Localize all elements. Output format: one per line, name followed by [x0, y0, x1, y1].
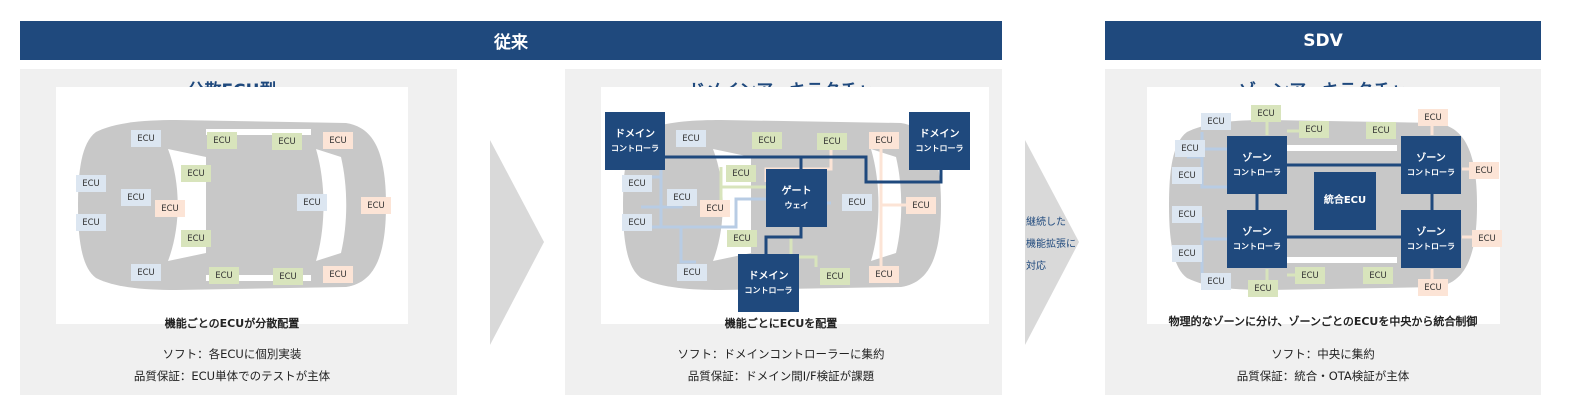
- ecu-chip: ECU: [1201, 273, 1231, 290]
- domain-controller-3-label-2: コントローラ: [744, 285, 793, 295]
- central-ecu-label-1: 統合ECU: [1323, 195, 1367, 206]
- note-domain-qa: 品質保証：ドメイン間I/F検証が課題: [687, 369, 875, 383]
- ecu-chip: ECU: [1366, 122, 1396, 139]
- ecu-chip: ECU: [727, 230, 757, 247]
- ecu-chip: ECU: [131, 264, 161, 281]
- ecu-chip: ECU: [1251, 105, 1281, 122]
- ecu-chip: ECU: [181, 230, 211, 247]
- wiring-lines: [641, 142, 943, 267]
- domain-controller-2-label-2: コントローラ: [915, 143, 964, 153]
- zone-controller-1: ゾーンコントローラ: [1227, 136, 1287, 194]
- ecu-chip: ECU: [820, 268, 850, 285]
- ecu-chip: ECU: [622, 175, 652, 192]
- domain-controller-1: ドメインコントローラ: [605, 112, 665, 170]
- ecu-chip: ECU: [869, 132, 899, 149]
- zone-controller-2: ゾーンコントローラ: [1401, 136, 1461, 194]
- ecu-chip: ECU: [1172, 206, 1202, 223]
- transition-line-1: 継続した: [1026, 217, 1066, 228]
- note-distributed-soft: ソフト：各ECUに個別実装: [162, 347, 302, 361]
- ecu-chip: ECU: [323, 132, 353, 149]
- gateway: ゲートウェイ: [766, 169, 827, 227]
- ecu-chip: ECU: [1299, 121, 1329, 138]
- ecu-chip: ECU: [1469, 162, 1499, 179]
- note-zone-soft: ソフト：中央に集約: [1271, 347, 1375, 361]
- zone-controller-4: ゾーンコントローラ: [1401, 210, 1461, 268]
- ecu-chip: ECU: [76, 214, 106, 231]
- ecu-chip: ECU: [667, 189, 697, 206]
- central-ecu: 統合ECU: [1314, 172, 1376, 230]
- ecu-chip: ECU: [273, 268, 303, 285]
- ecu-chip: ECU: [131, 130, 161, 147]
- diagram-frame-distributed: [56, 87, 408, 324]
- domain-controller-2: ドメインコントローラ: [909, 112, 970, 170]
- ecu-chip: ECU: [1201, 113, 1231, 130]
- ecu-chip: ECU: [155, 200, 185, 217]
- ecu-chip: ECU: [752, 132, 782, 149]
- ecu-chip: ECU: [700, 200, 730, 217]
- note-zone-qa: 品質保証：統合・OTA検証が主体: [1236, 369, 1410, 383]
- zone-controller-3-label-2: コントローラ: [1233, 241, 1281, 251]
- zone-controller-1-label-2: コントローラ: [1233, 167, 1281, 177]
- caption-zone: 物理的なゾーンに分け、ゾーンごとのECUを中央から統合制御: [1168, 315, 1478, 328]
- ecu-chip: ECU: [1172, 245, 1202, 262]
- header-traditional: 従来: [20, 21, 1002, 60]
- ecu-chip: ECU: [272, 133, 302, 150]
- ecu-chip: ECU: [677, 264, 707, 281]
- domain-controller-2-label-1: ドメイン: [919, 128, 960, 140]
- note-distributed-qa: 品質保証：ECU単体でのテストが主体: [133, 369, 331, 383]
- zone-controller-3: ゾーンコントローラ: [1227, 210, 1287, 268]
- ecu-chip: ECU: [207, 132, 237, 149]
- ecu-chip: ECU: [906, 197, 936, 214]
- transition-text: 継続した 機能拡張に 対応: [1026, 212, 1076, 278]
- ecu-chip: ECU: [1472, 230, 1502, 247]
- car-body: [78, 120, 386, 290]
- zone-controller-2-label-2: コントローラ: [1407, 167, 1455, 177]
- caption-domain: 機能ごとにECUを配置: [724, 317, 838, 330]
- ecu-chip: ECU: [323, 266, 353, 283]
- ecu-chip: ECU: [1175, 140, 1205, 157]
- ecu-chip: ECU: [869, 266, 899, 283]
- car-diagram-distributed: [78, 120, 386, 290]
- ecu-chip: ECU: [622, 214, 652, 231]
- ecu-chip: ECU: [181, 165, 211, 182]
- transition-line-3: 対応: [1026, 261, 1046, 272]
- ecu-chip: ECU: [1418, 109, 1448, 126]
- ecu-chip: ECU: [1295, 267, 1325, 284]
- ecu-chip: ECU: [121, 189, 151, 206]
- ecu-chip: ECU: [76, 175, 106, 192]
- ecu-chip: ECU: [209, 267, 239, 284]
- ecu-chip: ECU: [361, 197, 391, 214]
- note-domain-soft: ソフト：ドメインコントローラーに集約: [677, 347, 885, 361]
- gateway-label-2: ウェイ: [784, 200, 809, 210]
- chevron-arrow-2: [1025, 140, 1079, 345]
- domain-controller-3: ドメインコントローラ: [738, 254, 799, 312]
- zone-controller-4-label-1: ゾーン: [1416, 226, 1446, 238]
- ecu-chip: ECU: [1418, 279, 1448, 296]
- zone-controller-3-label-1: ゾーン: [1242, 226, 1272, 238]
- zone-controller-4-label-2: コントローラ: [1407, 241, 1455, 251]
- transition-line-2: 機能拡張に: [1026, 239, 1076, 250]
- ecu-chip: ECU: [842, 194, 872, 211]
- zone-controller-2-label-1: ゾーン: [1416, 152, 1446, 164]
- ecu-chip: ECU: [297, 194, 327, 211]
- header-sdv: SDV: [1105, 21, 1541, 60]
- gateway-label-1: ゲート: [781, 185, 812, 197]
- ecu-chip: ECU: [1248, 280, 1278, 297]
- domain-controller-1-label-1: ドメイン: [615, 128, 655, 140]
- ecu-chip: ECU: [1363, 267, 1393, 284]
- zone-controller-1-label-1: ゾーン: [1242, 152, 1272, 164]
- ecu-chip: ECU: [817, 133, 847, 150]
- caption-distributed: 機能ごとのECUが分散配置: [164, 317, 300, 330]
- ecu-chip: ECU: [726, 165, 756, 182]
- domain-controller-3-label-1: ドメイン: [748, 270, 789, 282]
- ecu-chip: ECU: [1172, 167, 1202, 184]
- chevron-arrow-1: [490, 140, 544, 345]
- domain-controller-1-label-2: コントローラ: [611, 143, 659, 153]
- ecu-chip: ECU: [676, 130, 706, 147]
